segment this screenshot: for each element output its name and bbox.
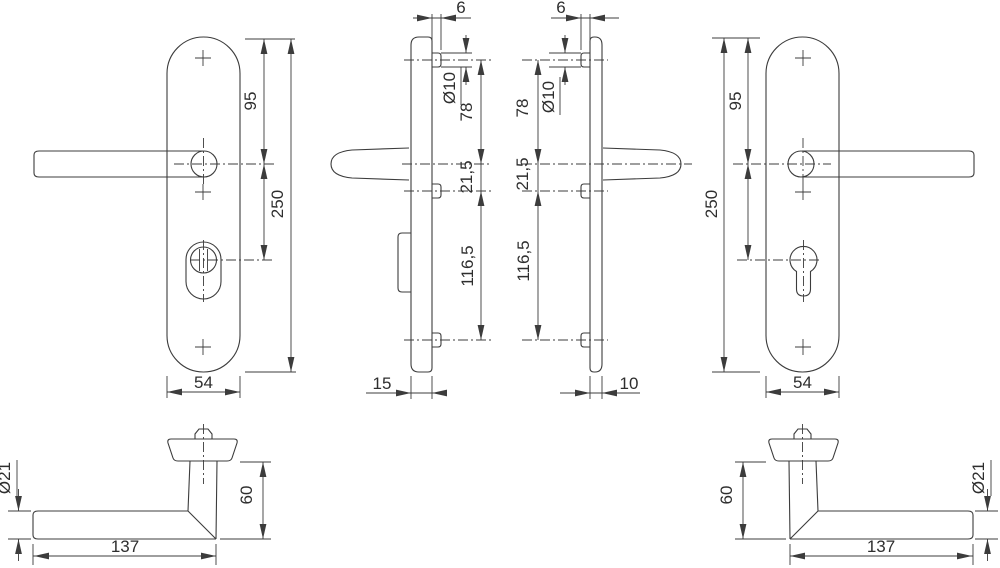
dim-dia10: Ø10 (440, 72, 459, 104)
handle-neck-and-grip (32, 460, 218, 540)
backplate-outline (765, 36, 840, 373)
screw-cross-mid (795, 184, 811, 200)
handle-neck-and-grip (788, 460, 974, 540)
dim-250: 250 (268, 190, 287, 218)
screw-cross-top (795, 50, 811, 66)
dim-dia21: Ø21 (0, 462, 14, 494)
dimension-lines (366, 14, 482, 399)
dim-15: 15 (373, 374, 392, 393)
handle-view-left: Ø21 60 137 (0, 424, 271, 565)
cylinder-housing-bump (397, 232, 411, 293)
screw-cross-bottom (795, 339, 811, 355)
dim-78: 78 (513, 99, 532, 118)
dimensions-side-right: 6 Ø10 78 21,5 116,5 10 (513, 0, 640, 399)
screw-cross-bottom (195, 339, 211, 355)
side-view-right: 6 Ø10 78 21,5 116,5 10 (513, 0, 692, 399)
lever-handle (33, 150, 203, 178)
dim-95: 95 (241, 92, 260, 111)
centerlines (402, 59, 492, 341)
dim-21-5: 21,5 (457, 160, 476, 193)
dimensions-side-left: 6 Ø10 78 21,5 116,5 15 (366, 0, 485, 399)
handle-view-right: Ø21 60 137 (717, 424, 998, 565)
extension-lines (712, 37, 840, 398)
dimension-lines (8, 461, 271, 565)
side-view-left: 6 Ø10 78 21,5 116,5 15 (330, 0, 492, 399)
rose-cap (768, 438, 839, 462)
centerlines (174, 138, 274, 302)
dim-21-5: 21,5 (513, 157, 532, 190)
dim-116-5: 116,5 (514, 240, 533, 281)
dimensions-handle-right: Ø21 60 137 (717, 460, 998, 565)
dim-6: 6 (556, 0, 565, 17)
dim-137: 137 (111, 537, 139, 556)
dim-60: 60 (717, 486, 736, 505)
dim-54: 54 (793, 373, 812, 392)
front-view-left: 95 250 54 (33, 36, 296, 398)
dim-116-5: 116,5 (458, 245, 477, 286)
dimensions-front-left: 95 250 54 (166, 38, 296, 398)
plate-profile (589, 36, 603, 373)
dim-78: 78 (457, 103, 476, 122)
front-view-right: 95 250 54 (702, 36, 975, 398)
dim-dia21: Ø21 (969, 462, 988, 494)
handle-stub-profile (330, 147, 410, 181)
dimension-lines (537, 14, 640, 399)
dimensions-handle-left: Ø21 60 137 (0, 460, 271, 565)
euro-cylinder-keyhole (789, 245, 818, 297)
dim-54: 54 (194, 373, 213, 392)
centerlines (733, 138, 831, 302)
extension-lines (166, 38, 296, 398)
lever-handle (802, 150, 975, 178)
backplate-outline (166, 36, 241, 373)
plate-profile (410, 36, 433, 373)
dimensions-front-right: 95 250 54 (702, 37, 840, 398)
dim-137: 137 (867, 537, 895, 556)
dim-6: 6 (456, 0, 465, 17)
dim-60: 60 (237, 486, 256, 505)
dim-250: 250 (702, 190, 721, 218)
rose-cap (167, 438, 238, 462)
centerlines (522, 59, 692, 341)
dim-95: 95 (726, 92, 745, 111)
dim-dia10: Ø10 (539, 81, 558, 113)
dimension-lines (723, 38, 839, 393)
screw-cross-top (195, 50, 211, 66)
dim-10: 10 (620, 374, 639, 393)
screw-cross-mid (195, 184, 211, 200)
